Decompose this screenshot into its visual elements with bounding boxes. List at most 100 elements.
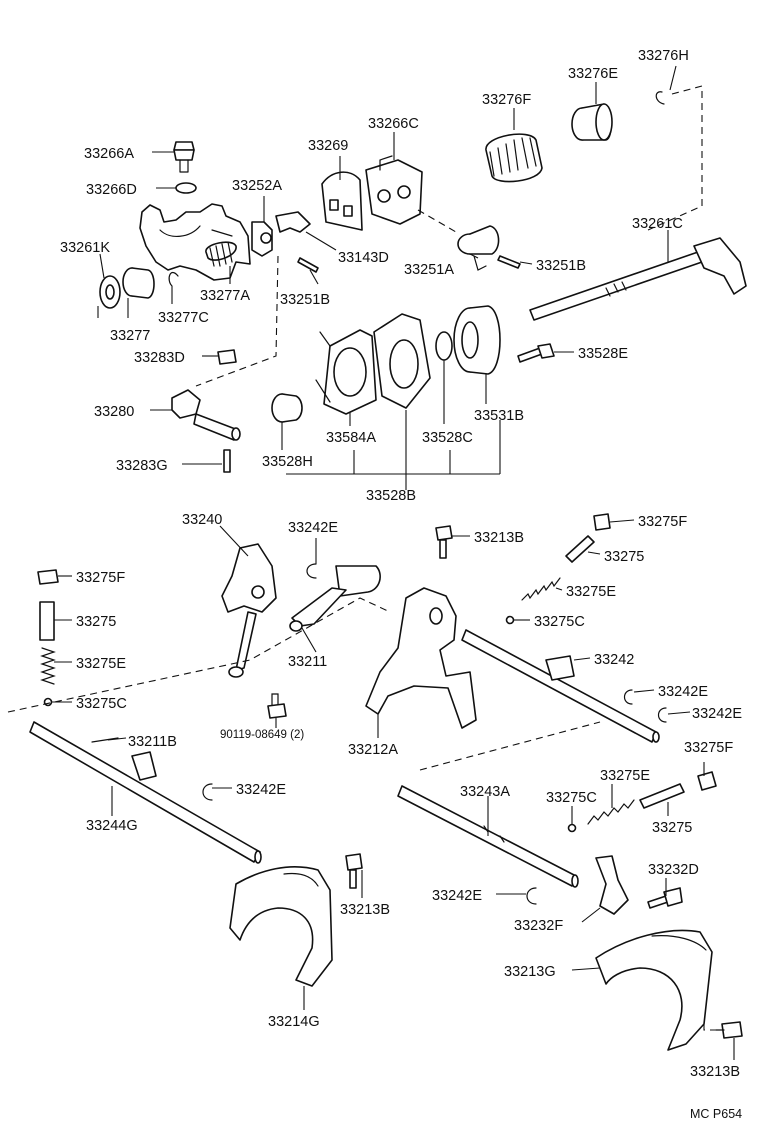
label-33277A: 33277A [200, 288, 250, 304]
label-33275F-1: 33275F [638, 514, 687, 530]
label-33251B-1: 33251B [280, 292, 330, 308]
label-33244G: 33244G [86, 818, 138, 834]
label-33283G: 33283G [116, 458, 168, 474]
block-33266C-drawing [365, 155, 423, 225]
clip-33242E-1-drawing [306, 563, 317, 579]
plate-33143D-drawing [275, 211, 311, 233]
pin-33275-2-drawing [39, 601, 55, 641]
collar-33251A-drawing [457, 225, 500, 271]
label-33280: 33280 [94, 404, 134, 420]
fork-33214G-drawing [229, 866, 333, 987]
plug-33266A-drawing [173, 141, 195, 173]
ring-33528C-drawing [435, 331, 453, 361]
fork-33212A-drawing [365, 587, 477, 729]
label-33528C: 33528C [422, 430, 473, 446]
label-33251A: 33251A [404, 262, 454, 278]
label-33276H: 33276H [638, 48, 689, 64]
label-33275E-3: 33275E [600, 768, 650, 784]
clip-33276H-drawing [655, 91, 665, 105]
label-33243A: 33243A [460, 784, 510, 800]
label-33261C: 33261C [632, 216, 683, 232]
guide-line-lower-right [419, 721, 601, 771]
label-33232F: 33232F [514, 918, 563, 934]
label-33276F: 33276F [482, 92, 531, 108]
part-labels: 33266A 33266D 33261K 33277 33277C 33277A… [60, 48, 742, 1121]
label-33213B-1: 33213B [474, 530, 524, 546]
pin-33275-1-drawing [565, 535, 595, 563]
bearing-33531B-drawing [453, 305, 501, 375]
switch-33280-drawing [171, 389, 241, 441]
bolt-33213B-3-drawing [715, 1021, 743, 1039]
label-33275E-1: 33275E [566, 584, 616, 600]
label-33275F-3: 33275F [684, 740, 733, 756]
pin-33251B-right-drawing [497, 255, 521, 269]
pin-33275-3-drawing [639, 783, 685, 809]
label-33277: 33277 [110, 328, 150, 344]
spring-33277A-drawing [205, 241, 237, 267]
shaft-33261C-drawing [529, 237, 747, 321]
shaft-33244G-drawing [29, 721, 262, 864]
label-33266D: 33266D [86, 182, 137, 198]
label-33275-2: 33275 [76, 614, 116, 630]
guide-line-collar [417, 209, 457, 233]
bushing-33528H-drawing [271, 393, 303, 423]
label-33213G: 33213G [504, 964, 556, 980]
label-33211B: 33211B [128, 734, 177, 750]
lever-33240-drawing [221, 543, 277, 678]
bolt-90119-drawing [267, 693, 287, 719]
label-33240: 33240 [182, 512, 222, 528]
label-33211: 33211 [288, 654, 327, 670]
clip-33242E-3-drawing [657, 707, 667, 723]
bushing-33276E-drawing [571, 103, 613, 141]
guide-line-lower-left [7, 597, 391, 713]
label-33213B-2: 33213B [340, 902, 390, 918]
label-33275-1: 33275 [604, 549, 644, 565]
label-33242E-1: 33242E [288, 520, 338, 536]
pin-33211B-drawing [91, 737, 119, 743]
label-33212A: 33212A [348, 742, 398, 758]
label-33232D: 33232D [648, 862, 699, 878]
label-33242E-4: 33242E [236, 782, 286, 798]
bushing-33277-drawing [122, 267, 155, 299]
label-33276E: 33276E [568, 66, 618, 82]
label-33269: 33269 [308, 138, 348, 154]
label-33528B: 33528B [366, 488, 416, 504]
label-33584A: 33584A [326, 430, 376, 446]
label-90119-08649: 90119-08649 (2) [220, 729, 304, 741]
label-33251B-2: 33251B [536, 258, 586, 274]
spring-33276F-drawing [485, 133, 543, 183]
spring-33275E-1-drawing [521, 577, 561, 601]
label-33266C: 33266C [368, 116, 419, 132]
cover-33528B-drawing [315, 313, 431, 415]
pin-33283G-drawing [223, 449, 231, 473]
lever-33211-drawing [289, 565, 381, 632]
label-33528H: 33528H [262, 454, 313, 470]
lever-33232F-drawing [595, 855, 629, 915]
label-33277C: 33277C [158, 310, 209, 326]
bolt-33213B-1-drawing [435, 525, 453, 559]
label-33266A: 33266A [84, 146, 134, 162]
bracket-33252A-drawing [251, 221, 273, 257]
shift-housing-drawing [139, 203, 251, 281]
label-33214G: 33214G [268, 1014, 320, 1030]
seal-33261K-drawing [99, 275, 121, 309]
label-33242E-2: 33242E [658, 684, 708, 700]
ball-33275C-3-drawing [567, 823, 577, 833]
plug-33275F-3-drawing [697, 771, 717, 791]
shaft-33243A-drawing [397, 785, 579, 888]
ball-33275C-1-drawing [505, 615, 515, 625]
bolt-33232D-drawing [647, 887, 683, 909]
label-33242E-3: 33242E [692, 706, 742, 722]
label-33275C-2: 33275C [76, 696, 127, 712]
ring-33277C-drawing [168, 271, 179, 287]
plate-33269-drawing [321, 171, 363, 231]
label-33275C-3: 33275C [546, 790, 597, 806]
bolt-33213B-2-drawing [345, 853, 363, 889]
guide-line-shaft [647, 85, 703, 231]
label-33275F-2: 33275F [76, 570, 125, 586]
guide-line-bolt [195, 255, 279, 387]
label-33261K: 33261K [60, 240, 110, 256]
label-33143D: 33143D [338, 250, 389, 266]
plug-33275F-1-drawing [593, 513, 611, 531]
